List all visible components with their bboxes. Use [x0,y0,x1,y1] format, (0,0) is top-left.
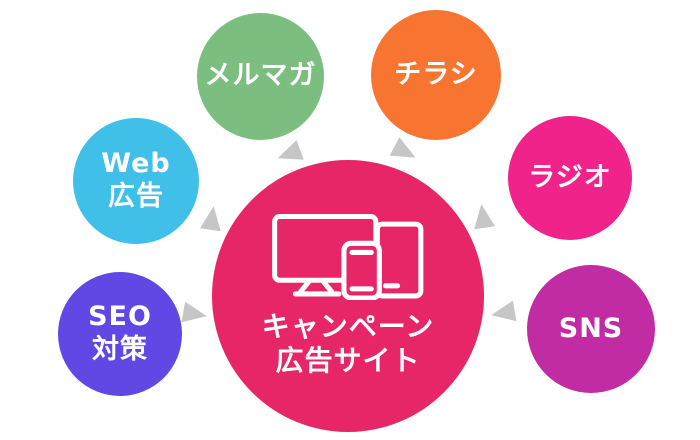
arrow-icon-radio [471,203,495,230]
satellite-label-seo-line2: 対策 [92,334,148,365]
arrow-icon-melmaga [274,140,304,168]
satellite-circle-web-ad: Web 広告 [73,118,199,244]
devices-icon [272,213,424,300]
arrow-icon-web-ad [200,205,224,232]
center-label-line1: キャンペーン [261,309,435,343]
satellite-label-melmaga: メルマガ [204,60,317,92]
center-circle-campaign-site: キャンペーン 広告サイト [212,160,484,432]
center-label: キャンペーン 広告サイト [262,310,435,378]
satellite-label-radio: ラジオ [528,161,612,193]
arrow-icon-seo [181,302,208,327]
satellite-circle-radio: ラジオ [508,116,632,240]
satellite-circle-chirashi: チラシ [371,10,501,140]
satellite-label-web-ad-line1: Web [101,148,171,180]
satellite-circle-seo: SEO 対策 [58,272,182,396]
satellite-label-seo-line1: SEO [88,301,152,333]
satellite-label-chirashi: チラシ [394,58,478,90]
satellite-circle-sns: SNS [527,265,655,393]
satellite-label-web-ad-line2: 広告 [108,181,164,212]
satellite-circle-melmaga: メルマガ [197,13,324,140]
arrow-icon-sns [489,301,516,326]
arrow-icon-chirashi [389,137,420,167]
center-label-line2: 広告サイト [275,344,421,377]
satellite-label-sns: SNS [558,312,624,344]
